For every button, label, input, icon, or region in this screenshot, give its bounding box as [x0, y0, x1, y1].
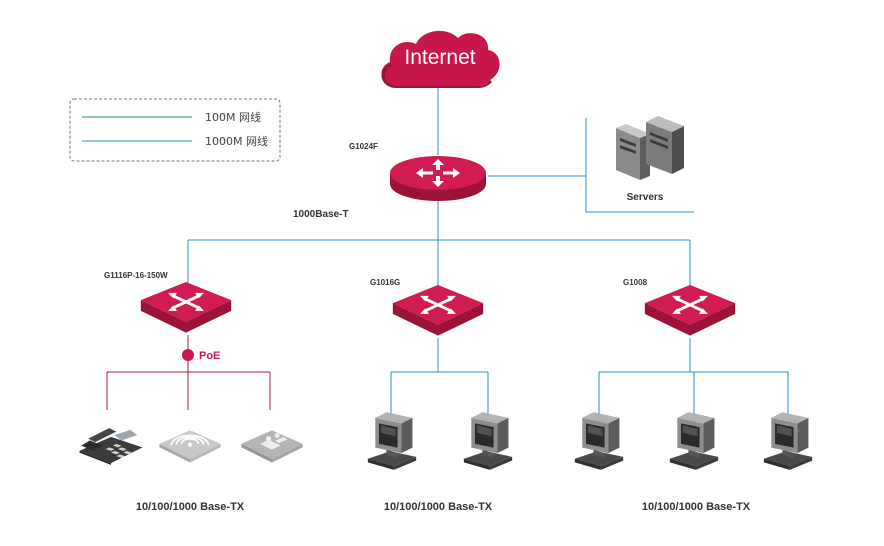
- access-switch-1[interactable]: [139, 282, 233, 335]
- links-poe: [106, 335, 271, 410]
- core-uplink-label: 1000Base-T: [293, 209, 349, 220]
- core-model-label: G1024F: [349, 142, 378, 151]
- switch-3-model-label: G1008: [623, 278, 648, 287]
- server-icon: [616, 116, 684, 180]
- poe-badge: PoE: [182, 349, 220, 362]
- computer-icon: [463, 412, 513, 470]
- computer-icon: [669, 412, 719, 470]
- switch-3-port-label: 10/100/1000 Base-TX: [642, 501, 751, 513]
- switch-icon: [139, 282, 233, 335]
- cloud-icon: [381, 30, 500, 88]
- switch-2-port-label: 10/100/1000 Base-TX: [384, 501, 493, 513]
- legend-label-100m: 100M 网线: [205, 110, 261, 124]
- computer-icon: [367, 412, 417, 470]
- switch-icon: [391, 285, 485, 338]
- core-router[interactable]: [390, 156, 486, 201]
- internet-label: Internet: [404, 46, 475, 69]
- legend: 100M 网线 1000M 网线: [69, 98, 281, 162]
- access-switch-3[interactable]: [643, 285, 737, 338]
- servers-group[interactable]: [616, 116, 684, 180]
- switch-2-model-label: G1016G: [370, 278, 400, 287]
- servers-label: Servers: [627, 192, 664, 203]
- legend-label-1000m: 1000M 网线: [205, 134, 268, 148]
- wireless-ap-icon: [158, 429, 222, 464]
- switch-1-model-label: G1116P-16-150W: [104, 271, 168, 280]
- computer-icon: [574, 412, 624, 470]
- link-servers-bracket: [585, 118, 694, 213]
- poe-label: PoE: [199, 350, 220, 362]
- legend-box: [69, 98, 281, 162]
- ip-camera-icon: [241, 430, 303, 463]
- switch-1-port-label: 10/100/1000 Base-TX: [136, 501, 245, 513]
- poe-dot-icon: [182, 349, 194, 361]
- switch-icon: [643, 285, 737, 338]
- internet-cloud: Internet: [381, 30, 500, 88]
- links-1000m: [187, 86, 789, 414]
- ip-phone-icon: [79, 428, 143, 465]
- router-icon: [390, 156, 486, 201]
- computer-icon: [763, 412, 813, 470]
- access-switch-2[interactable]: [391, 285, 485, 338]
